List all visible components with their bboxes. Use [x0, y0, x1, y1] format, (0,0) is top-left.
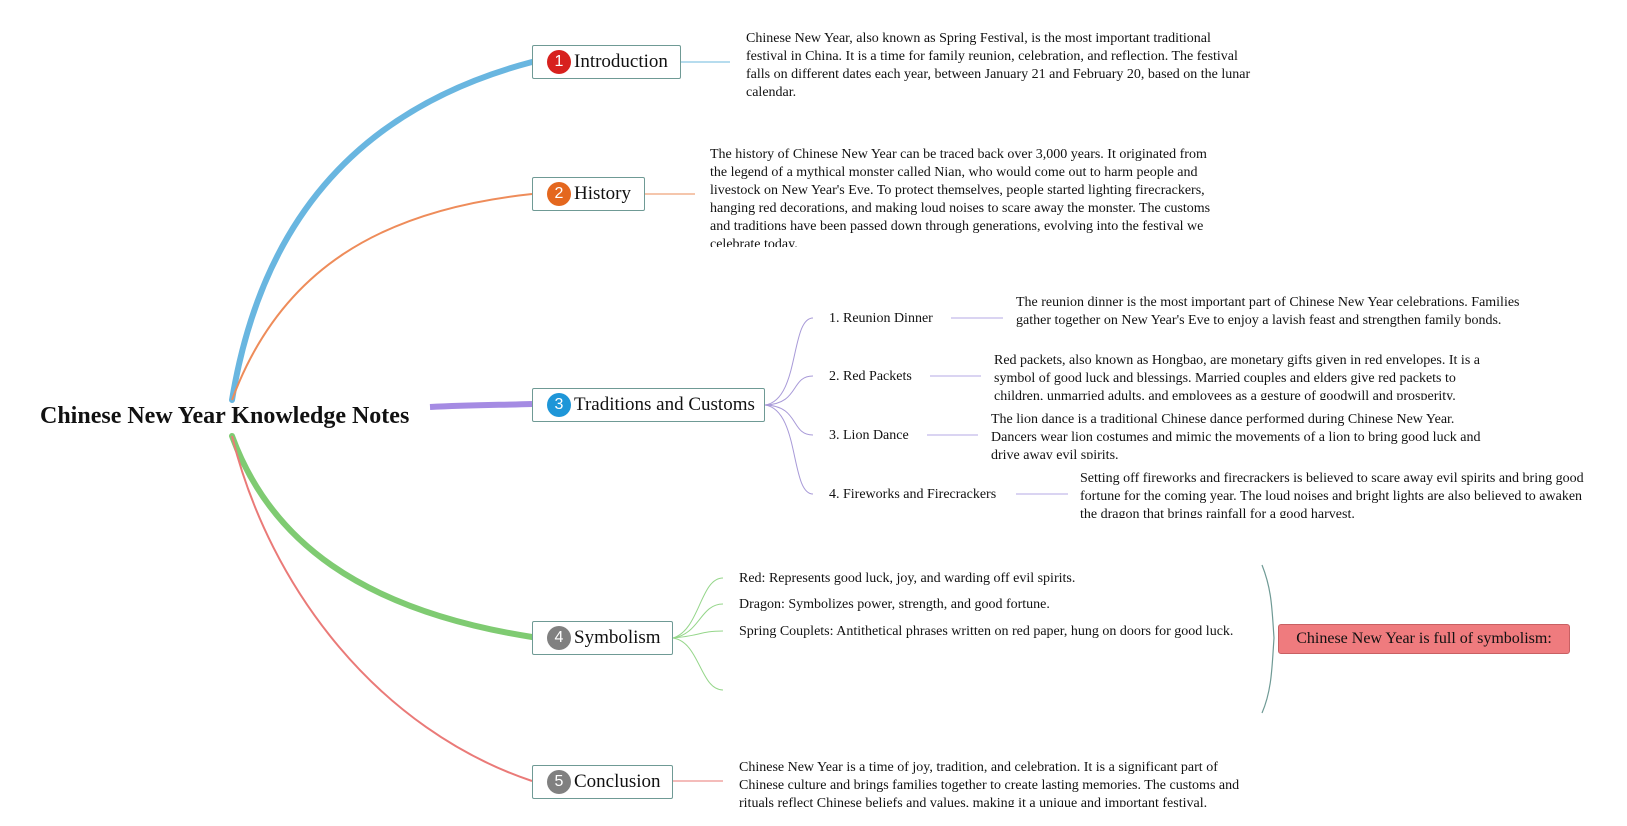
root-topic[interactable]: Chinese New Year Knowledge Notes — [40, 403, 410, 429]
topic-label: Traditions and Customs — [574, 394, 755, 415]
subtopic-fireworks-and-firecrackers[interactable]: 4. Fireworks and Firecrackers — [829, 487, 997, 502]
introduction-note: Chinese New Year, also known as Spring F… — [746, 31, 1251, 96]
branch-symbolism — [229, 433, 535, 640]
topic-label: Conclusion — [574, 771, 661, 792]
subtopic-lion-dance[interactable]: 3. Lion Dance — [829, 428, 909, 443]
topic-conclusion[interactable]: 5 Conclusion — [532, 765, 673, 799]
conclusion-note: Chinese New Year is a time of joy, tradi… — [739, 760, 1240, 807]
branch-introduction — [229, 59, 535, 403]
subtopic-reunion-dinner[interactable]: 1. Reunion Dinner — [829, 311, 933, 326]
symbolism-summary[interactable]: Chinese New Year is full of symbolism: — [1278, 624, 1570, 654]
topic-label: History — [574, 183, 631, 204]
branch-history — [231, 193, 533, 401]
branch-conclusion — [231, 435, 533, 782]
subtopic-red-packets[interactable]: 2. Red Packets — [829, 369, 912, 384]
number-1-badge-icon: 1 — [547, 50, 571, 74]
branch-traditions — [429, 401, 533, 410]
symbolism-item-red[interactable]: Red: Represents good luck, joy, and ward… — [739, 571, 1076, 586]
number-5-badge-icon: 5 — [547, 770, 571, 794]
fireworks-note: Setting off fireworks and firecrackers i… — [1080, 471, 1584, 518]
summary-bracket — [1261, 564, 1275, 714]
symbolism-subbranches — [672, 577, 724, 691]
number-2-badge-icon: 2 — [547, 182, 571, 206]
reunion-dinner-note: The reunion dinner is the most important… — [1016, 295, 1520, 328]
topic-symbolism[interactable]: 4 Symbolism — [532, 621, 673, 655]
red-packets-note: Red packets, also known as Hongbao, are … — [994, 353, 1480, 400]
history-note: The history of Chinese New Year can be t… — [710, 147, 1211, 247]
topic-introduction[interactable]: 1 Introduction — [532, 45, 681, 79]
symbolism-item-dragon[interactable]: Dragon: Symbolizes power, strength, and … — [739, 597, 1050, 612]
symbolism-item-spring-couplets[interactable]: Spring Couplets: Antithetical phrases wr… — [739, 624, 1234, 639]
topic-label: Introduction — [574, 51, 668, 72]
topic-history[interactable]: 2 History — [532, 177, 645, 211]
number-4-badge-icon: 4 — [547, 626, 571, 650]
traditions-subbranches — [764, 317, 1068, 495]
number-3-badge-icon: 3 — [547, 393, 571, 417]
lion-dance-note: The lion dance is a traditional Chinese … — [991, 412, 1481, 459]
topic-traditions-and-customs[interactable]: 3 Traditions and Customs — [532, 388, 765, 422]
topic-label: Symbolism — [574, 627, 661, 648]
